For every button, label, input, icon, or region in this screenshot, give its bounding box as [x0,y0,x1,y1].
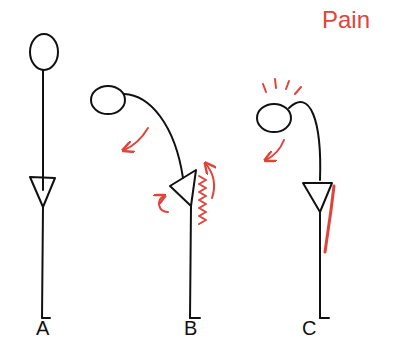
figure-letter: B [184,318,197,338]
figure-letter: C [302,318,316,338]
pain-area [325,186,334,252]
standing-figure [30,34,58,318]
pain-mark [275,79,276,88]
motion-arrow [206,164,214,198]
pain-mark [295,87,301,94]
pain-mark [263,84,266,92]
bent-figure-in-pain [257,102,332,318]
pain-label: Pain [322,8,370,32]
motion-arrow [266,140,284,160]
strain-zigzag [199,176,206,224]
pain-mark [286,81,289,89]
motion-arrow [124,128,148,150]
rotation-arrow [159,196,168,212]
figure-letter: A [36,318,49,338]
bending-figure [91,86,200,318]
